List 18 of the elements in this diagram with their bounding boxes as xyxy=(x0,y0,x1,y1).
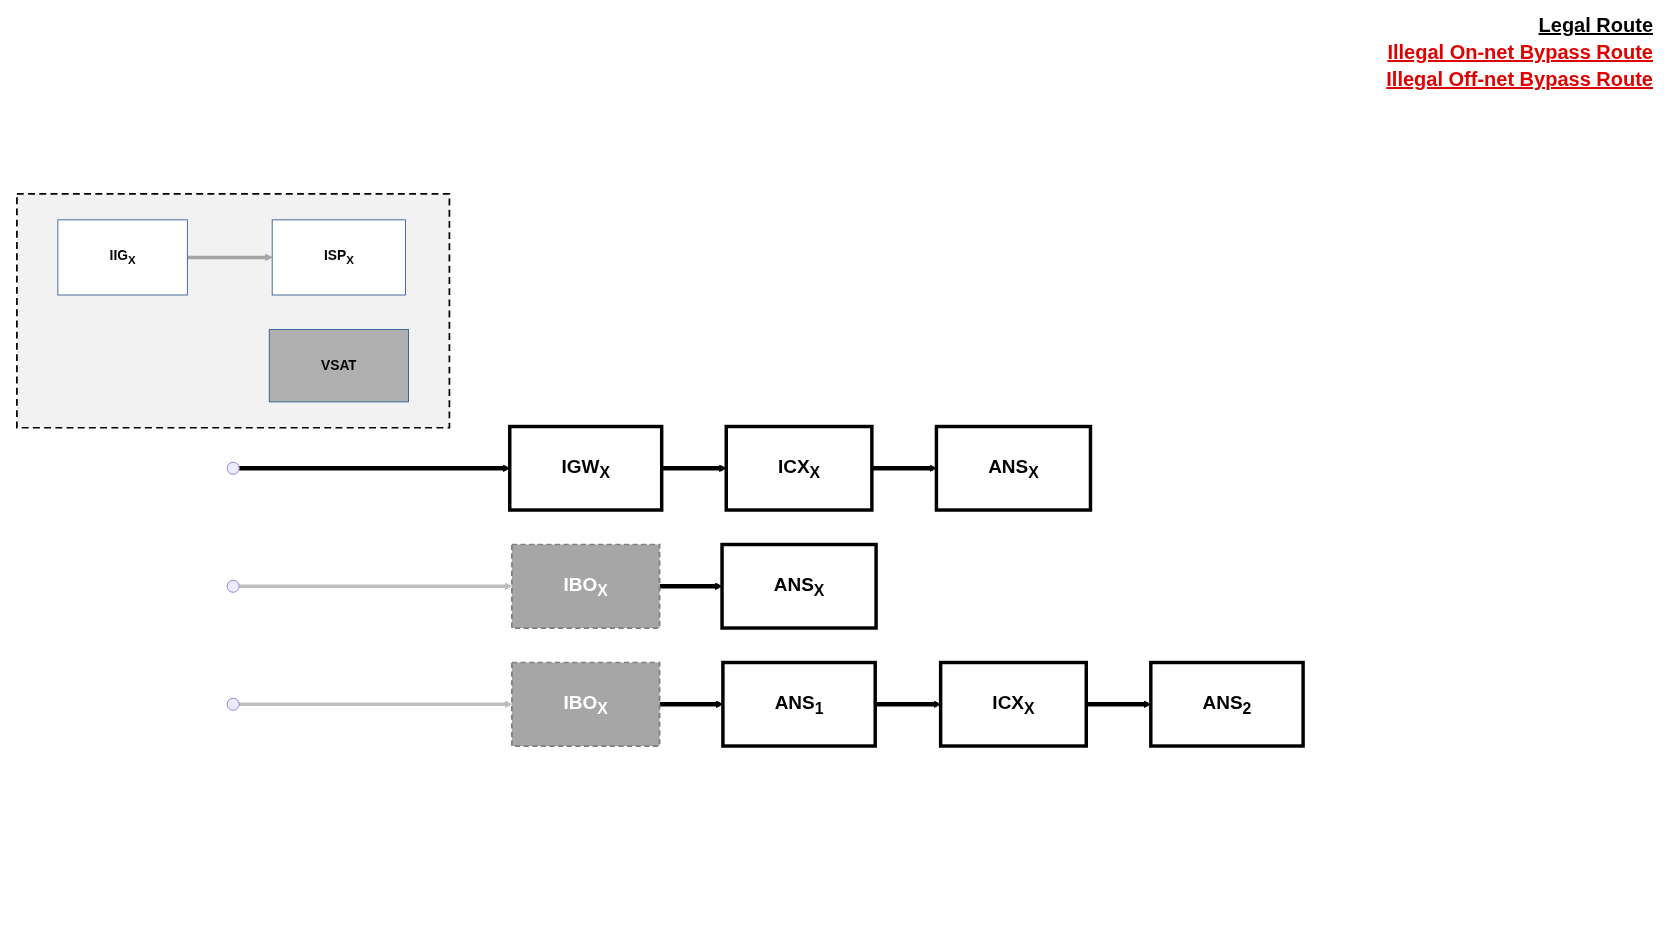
cluster xyxy=(16,193,451,429)
process-box: VSAT xyxy=(268,329,409,403)
process-box: ANS$_{1}$ xyxy=(721,660,877,748)
process-box: ANS$_{X}$ xyxy=(720,542,878,630)
process-box: IBO$_{X}$ xyxy=(511,543,661,629)
process-box: ICX$_{X}$ xyxy=(724,424,874,512)
route-heading: Illegal Off-net Bypass Route xyxy=(1386,68,1653,91)
process-box: ANS$_{X}$ xyxy=(934,424,1093,512)
arrow xyxy=(875,700,941,709)
arrow xyxy=(187,253,273,262)
process-box: IBO$_{X}$ xyxy=(511,661,661,747)
process-box: IGW$_{X}$ xyxy=(508,424,664,512)
process-box: ANS$_{2}$ xyxy=(1149,660,1305,748)
process-box: IIG$_{X}$ xyxy=(57,219,188,296)
process-box: ISP$_{X}$ xyxy=(271,219,406,296)
route-heading: Illegal On-net Bypass Route xyxy=(1386,41,1653,64)
route-heading: Legal Route xyxy=(1537,14,1653,37)
process-box: ICX$_{X}$ xyxy=(938,660,1088,748)
